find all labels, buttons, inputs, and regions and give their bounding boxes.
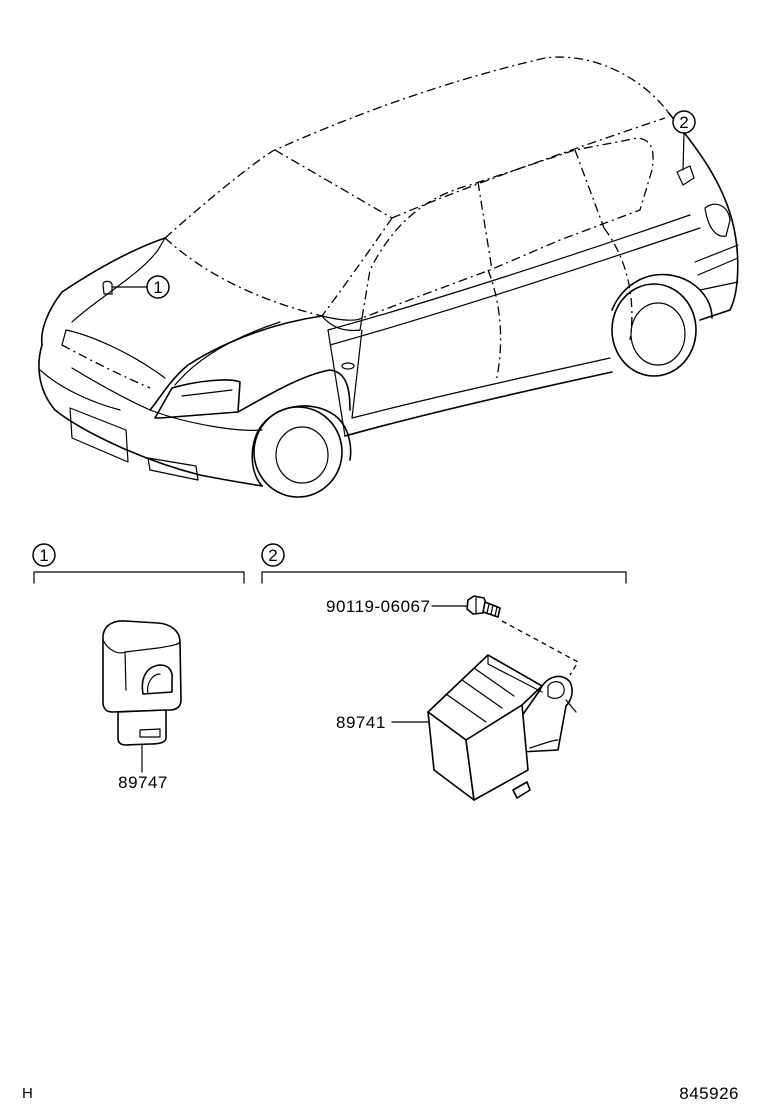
vehicle-illustration — [38, 56, 739, 498]
footer-diagram-number: 845926 — [679, 1084, 739, 1103]
control-module-89741-illustration[interactable] — [427, 654, 577, 801]
sensor-89747-illustration[interactable] — [102, 620, 182, 746]
leader-line-2 — [682, 132, 685, 171]
group-2-label: 2 — [268, 546, 277, 565]
bolt-to-module-dashed-line — [501, 620, 579, 676]
callout-1-label: 1 — [153, 278, 162, 297]
group-1-header: 1 — [32, 543, 245, 584]
footer-section-code: H — [22, 1085, 33, 1102]
bolt-illustration[interactable] — [466, 595, 501, 618]
group-1-label: 1 — [39, 546, 48, 565]
sensor-part-number[interactable]: 89747 — [118, 773, 168, 792]
callout-1-on-vehicle[interactable]: 1 — [146, 275, 170, 299]
bolt-part-number[interactable]: 90119-06067 — [326, 597, 430, 616]
callout-2-on-vehicle[interactable]: 2 — [672, 110, 696, 134]
group-2-header: 2 — [261, 543, 627, 584]
callout-2-label: 2 — [679, 113, 688, 132]
module-part-number[interactable]: 89741 — [336, 713, 386, 732]
